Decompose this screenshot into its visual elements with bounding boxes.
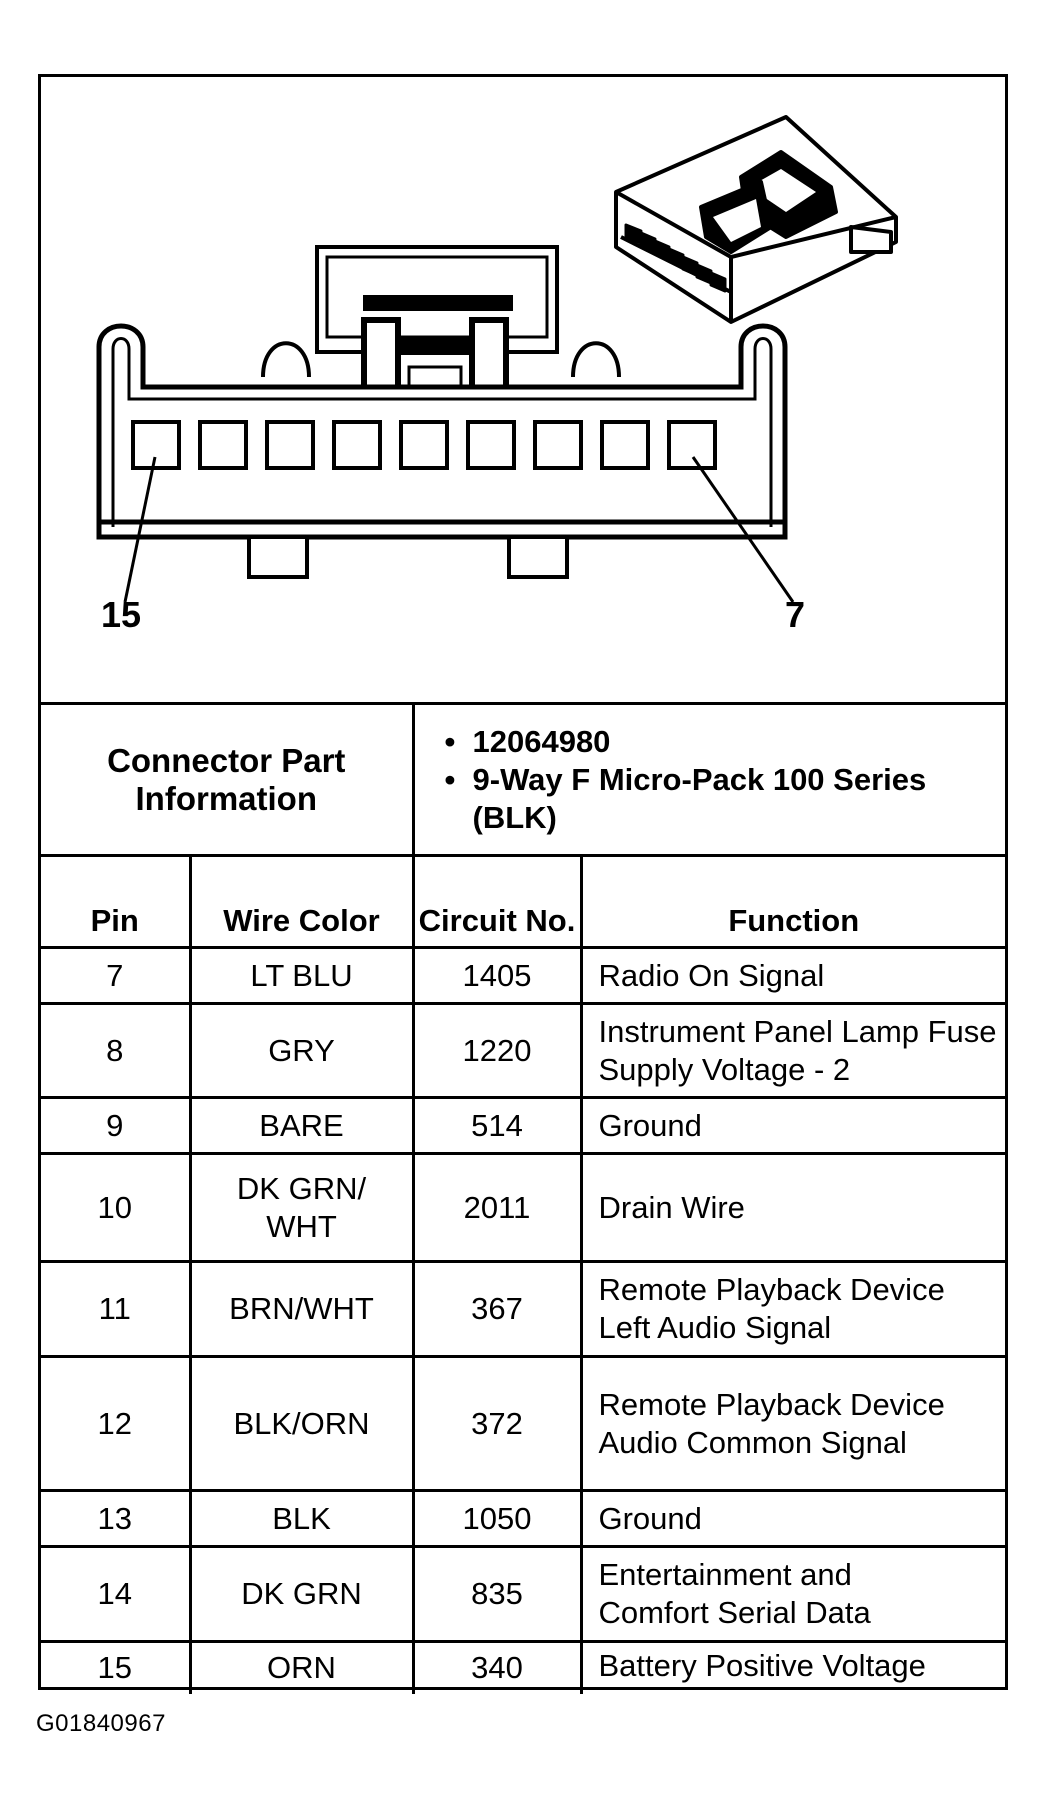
header-function: Function bbox=[579, 854, 1005, 949]
table-row: 11 BRN/WHT 367 Remote Playback Device Le… bbox=[41, 1260, 1005, 1358]
function-cell: Ground bbox=[579, 1489, 1005, 1548]
part-number: 12064980 bbox=[445, 723, 1006, 761]
table-row: 7 LT BLU 1405 Radio On Signal bbox=[41, 946, 1005, 1005]
header-pin: Pin bbox=[41, 854, 192, 949]
table-row: 9 BARE 514 Ground bbox=[41, 1096, 1005, 1155]
table-row: 10 DK GRN/ WHT 2011 Drain Wire bbox=[41, 1152, 1005, 1263]
table-row: 14 DK GRN 835 Entertainment and Comfort … bbox=[41, 1545, 1005, 1643]
function-cell: Drain Wire bbox=[579, 1152, 1005, 1263]
pin-cell: 12 bbox=[41, 1355, 192, 1492]
pin-15-leader-line bbox=[123, 456, 157, 603]
pin-cell: 10 bbox=[41, 1152, 192, 1263]
wire-color-cell: BLK bbox=[188, 1489, 415, 1548]
pinout-table: Connector Part Information 12064980 9-Wa… bbox=[41, 702, 1005, 1694]
header-circuit-no: Circuit No. bbox=[411, 854, 583, 949]
circuit-cell: 1220 bbox=[411, 1002, 583, 1099]
function-cell: Remote Playback Device Left Audio Signal bbox=[579, 1260, 1005, 1358]
circuit-cell: 2011 bbox=[411, 1152, 583, 1263]
circuit-cell: 835 bbox=[411, 1545, 583, 1643]
wire-color-cell: ORN bbox=[188, 1640, 415, 1694]
pin-7-leader-line bbox=[691, 456, 795, 603]
figure-id: G01840967 bbox=[36, 1710, 166, 1737]
circuit-cell: 367 bbox=[411, 1260, 583, 1358]
connector-end-view-frame: 15 7 Connector Part Information 12064980… bbox=[38, 74, 1008, 1694]
wire-color-cell: BRN/WHT bbox=[188, 1260, 415, 1358]
connector-part-info: 12064980 9-Way F Micro-Pack 100 Series (… bbox=[411, 702, 1006, 857]
function-cell: Remote Playback Device Audio Common Sign… bbox=[579, 1355, 1005, 1492]
wire-color-cell: BLK/ORN bbox=[188, 1355, 415, 1492]
wire-color-cell: DK GRN bbox=[188, 1545, 415, 1643]
pin-cavities bbox=[131, 420, 717, 470]
part-description: 9-Way F Micro-Pack 100 Series (BLK) bbox=[445, 761, 1006, 837]
function-cell: Radio On Signal bbox=[579, 946, 1005, 1005]
pin-cell: 14 bbox=[41, 1545, 192, 1643]
connector-front-view bbox=[96, 245, 795, 603]
connector-drawing bbox=[96, 115, 898, 603]
wire-color-cell: BARE bbox=[188, 1096, 415, 1155]
function-cell: Battery Positive Voltage bbox=[579, 1640, 1005, 1694]
wire-color-cell: LT BLU bbox=[188, 946, 415, 1005]
circuit-cell: 1405 bbox=[411, 946, 583, 1005]
pin-cell: 8 bbox=[41, 1002, 192, 1099]
table-row: 13 BLK 1050 Ground bbox=[41, 1489, 1005, 1548]
table-row: 12 BLK/ORN 372 Remote Playback Device Au… bbox=[41, 1355, 1005, 1492]
pin-cell: 7 bbox=[41, 946, 192, 1005]
circuit-cell: 340 bbox=[411, 1640, 583, 1694]
header-wire-color: Wire Color bbox=[188, 854, 415, 949]
table-header-row: Pin Wire Color Circuit No. Function bbox=[41, 854, 1005, 949]
pin-cell: 15 bbox=[41, 1640, 192, 1694]
wire-color-cell: GRY bbox=[188, 1002, 415, 1099]
connector-isometric-view bbox=[614, 115, 898, 324]
pin-cell: 9 bbox=[41, 1096, 192, 1155]
circuit-cell: 514 bbox=[411, 1096, 583, 1155]
function-cell: Instrument Panel Lamp Fuse Supply Voltag… bbox=[579, 1002, 1005, 1099]
function-cell: Entertainment and Comfort Serial Data bbox=[579, 1545, 1005, 1643]
connector-part-label: Connector Part Information bbox=[41, 702, 415, 857]
connector-info-row: Connector Part Information 12064980 9-Wa… bbox=[41, 702, 1006, 857]
wire-color-cell: DK GRN/ WHT bbox=[188, 1152, 415, 1263]
circuit-cell: 372 bbox=[411, 1355, 583, 1492]
connector-diagram: 15 7 bbox=[41, 77, 1005, 700]
pin-7-callout: 7 bbox=[785, 594, 806, 635]
table-row: 8 GRY 1220 Instrument Panel Lamp Fuse Su… bbox=[41, 1002, 1005, 1099]
table-row: 15 ORN 340 Battery Positive Voltage bbox=[41, 1640, 1005, 1694]
pin-cell: 11 bbox=[41, 1260, 192, 1358]
circuit-cell: 1050 bbox=[411, 1489, 583, 1548]
pin-15-callout: 15 bbox=[101, 594, 142, 635]
pin-cell: 13 bbox=[41, 1489, 192, 1548]
function-cell: Ground bbox=[579, 1096, 1005, 1155]
